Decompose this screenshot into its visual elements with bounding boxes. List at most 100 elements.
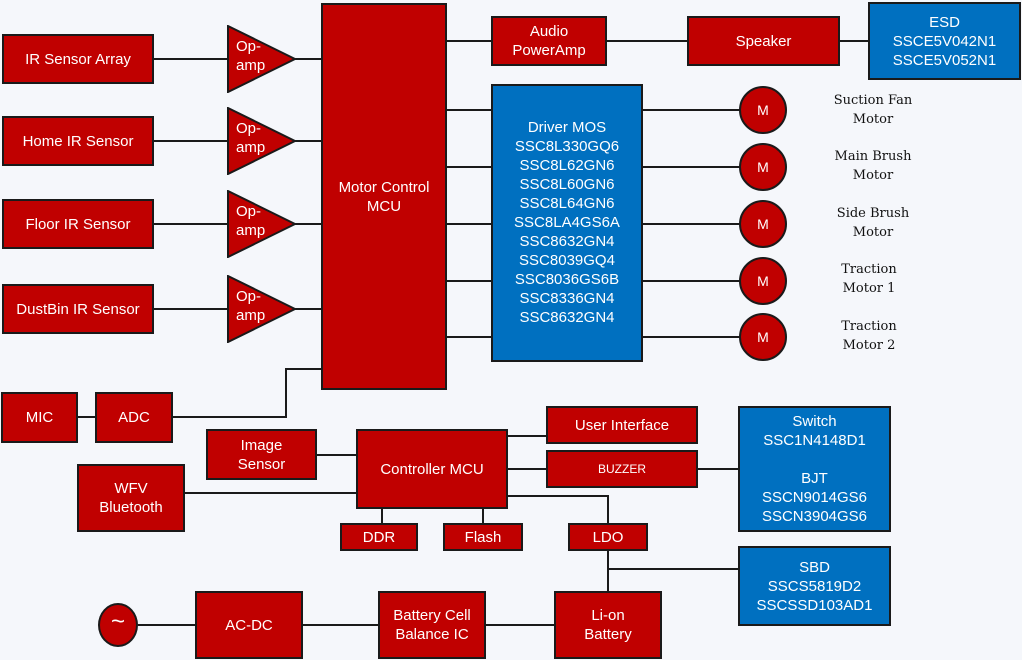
image-sensor-block: Image Sensor — [206, 429, 317, 480]
block-label: PowerAmp — [512, 42, 586, 59]
floor-ir-sensor-block: Floor IR Sensor — [2, 199, 154, 249]
part-number: SSC8036GS6B — [514, 271, 620, 288]
op-amp-3: Op-amp — [227, 190, 297, 258]
dustbin-ir-sensor-block: DustBin IR Sensor — [2, 284, 154, 334]
op-amp-label: Op- — [236, 203, 262, 220]
motor-name: Traction — [841, 319, 897, 334]
part-number: SSCS5819D2 — [767, 577, 862, 595]
op-amp-4: Op-amp — [227, 275, 297, 343]
block-label: Speaker — [735, 32, 792, 50]
sbd-block: SBD SSCS5819D2 SSCSSD103AD1 — [738, 546, 891, 626]
block-title: BJT — [801, 470, 828, 487]
esd-block: ESD SSCE5V042N1 SSCE5V052N1 — [868, 2, 1021, 80]
part-number: SSC8632GN4 — [519, 309, 615, 326]
adc-block: ADC — [95, 392, 173, 443]
motor-name: Motor 1 — [842, 281, 896, 296]
block-label: Floor IR Sensor — [25, 215, 131, 233]
op-amp-label: Op- — [236, 38, 262, 55]
block-label: ADC — [118, 409, 150, 426]
op-amp-label: amp — [236, 57, 266, 74]
motor-icon: M — [739, 200, 787, 248]
op-amp-label: amp — [236, 307, 266, 324]
home-ir-sensor-block: Home IR Sensor — [2, 116, 154, 166]
motor-name: Traction — [841, 262, 897, 277]
li-ion-battery-block: Li-on Battery — [554, 591, 662, 659]
op-amp-label: amp — [236, 222, 266, 239]
block-label: Audio — [529, 23, 569, 40]
motor-symbol: M — [757, 216, 769, 232]
block-label: BUZZER — [598, 461, 646, 476]
motor-name: Side Brush — [836, 206, 910, 221]
ldo-block: LDO — [568, 523, 648, 551]
audio-poweramp-block: Audio PowerAmp — [491, 16, 607, 66]
part-number: SSC8L64GN6 — [519, 195, 615, 212]
block-label: MIC — [25, 409, 54, 426]
ac-symbol: ~ — [110, 608, 125, 635]
wire — [172, 368, 322, 418]
controller-mcu-block: Controller MCU — [356, 429, 508, 509]
motor-name: Motor — [852, 168, 894, 183]
block-label: DDR — [362, 528, 396, 546]
motor-icon: M — [739, 143, 787, 191]
motor-name: Motor 2 — [842, 338, 896, 353]
part-number: SSCSSD103AD1 — [756, 596, 873, 614]
user-interface-block: User Interface — [546, 406, 698, 444]
part-number: SSCE5V042N1 — [892, 32, 997, 50]
part-number: SSC1N4148D1 — [763, 432, 866, 449]
part-number: SSCE5V052N1 — [892, 51, 997, 69]
block-label: Sensor — [237, 455, 286, 473]
block-title: SBD — [799, 558, 830, 576]
buzzer-block: BUZZER — [546, 450, 698, 488]
part-number: SSC8L62GN6 — [519, 157, 615, 174]
part-number: SSC8LA4GS6A — [514, 214, 620, 231]
block-label: WFV — [114, 480, 148, 497]
block-label: IR Sensor Array — [25, 50, 131, 68]
block-label: DustBin IR Sensor — [16, 300, 140, 318]
motor-name: Main Brush — [834, 149, 912, 164]
op-amp-label: amp — [236, 139, 266, 156]
battery-balance-ic-block: Battery Cell Balance IC — [378, 591, 486, 659]
op-amp-triangle-icon — [227, 275, 297, 343]
part-number: SSCN3904GS6 — [761, 508, 868, 525]
motor-icon: M — [739, 313, 787, 361]
op-amp-triangle-icon — [227, 107, 297, 175]
block-label: Bluetooth — [99, 499, 163, 516]
block-label: Image — [240, 436, 283, 454]
block-label: Li-on — [591, 607, 625, 624]
block-label: AC-DC — [225, 616, 273, 634]
block-label: User Interface — [574, 416, 670, 434]
block-label: Balance IC — [395, 626, 469, 643]
op-amp-1: Op-amp — [227, 25, 297, 93]
op-amp-triangle-icon — [227, 25, 297, 93]
motor-name: Motor — [852, 112, 894, 127]
motor-symbol: M — [757, 102, 769, 118]
ddr-block: DDR — [340, 523, 418, 551]
switch-bjt-block: Switch SSC1N4148D1 BJT SSCN9014GS6 SSCN3… — [738, 406, 891, 532]
driver-mos-block: Driver MOS SSC8L330GQ6 SSC8L62GN6 SSC8L6… — [491, 84, 643, 362]
block-label: Controller MCU — [380, 460, 484, 478]
ir-sensor-array-block: IR Sensor Array — [2, 34, 154, 84]
block-label: MCU — [366, 197, 402, 215]
wifi-bluetooth-block: WFV Bluetooth — [77, 464, 185, 532]
part-number: SSC8L330GQ6 — [514, 138, 620, 155]
ac-source-icon: ~ — [98, 603, 138, 647]
part-number: SSCN9014GS6 — [761, 489, 868, 506]
part-number: SSC8632GN4 — [519, 233, 615, 250]
speaker-block: Speaker — [687, 16, 840, 66]
op-amp-triangle-icon — [227, 190, 297, 258]
block-label: Flash — [464, 528, 502, 546]
part-number: SSC8336GN4 — [519, 290, 615, 307]
motor-name: Suction Fan — [833, 93, 913, 108]
motor-icon: M — [739, 257, 787, 305]
motor-icon: M — [739, 86, 787, 134]
block-label: Battery — [584, 626, 632, 643]
block-label: Battery Cell — [393, 607, 471, 624]
wire — [507, 495, 609, 524]
op-amp-label: Op- — [236, 120, 262, 137]
motor-symbol: M — [757, 329, 769, 345]
